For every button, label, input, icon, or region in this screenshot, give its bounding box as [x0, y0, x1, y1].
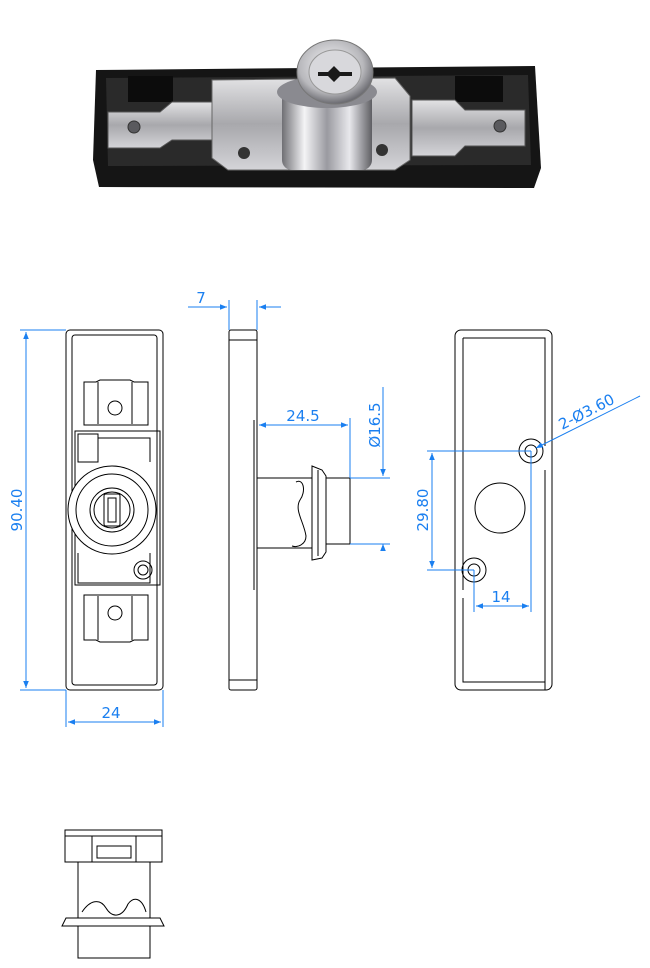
bottom-flange [61, 917, 165, 927]
cylinder-barrel [282, 90, 372, 170]
dim-width-front: 24 [101, 704, 120, 722]
front-cylinder-outer [67, 465, 157, 555]
bottom-view [61, 829, 165, 959]
front-dimensions: 90.40 24 [8, 329, 164, 727]
dim-thickness-side: 7 [196, 289, 206, 307]
right-brass-tab [411, 99, 526, 157]
product-photo [93, 39, 541, 188]
side-plate [228, 329, 258, 691]
back-center-hole [474, 482, 526, 534]
dim-height-front: 90.40 [8, 489, 26, 532]
dim-cylinder-length: 24.5 [286, 407, 319, 425]
front-view [65, 329, 164, 691]
back-view [454, 329, 553, 691]
dim-hole-spacing-vertical: 29.80 [414, 489, 432, 532]
side-view [228, 329, 351, 691]
side-cylinder [256, 477, 320, 549]
back-outer-plate [454, 329, 553, 691]
dim-hole-spacing-horizontal: 14 [491, 588, 510, 606]
keyway-icon [318, 66, 352, 82]
side-cylinder-tip [325, 477, 351, 545]
front-keyway-icon [103, 493, 121, 527]
side-dimensions: 7 24.5 Ø16.5 [188, 289, 390, 551]
bottom-cylinder-tip [77, 925, 151, 959]
dim-cylinder-diameter: Ø16.5 [366, 402, 384, 447]
